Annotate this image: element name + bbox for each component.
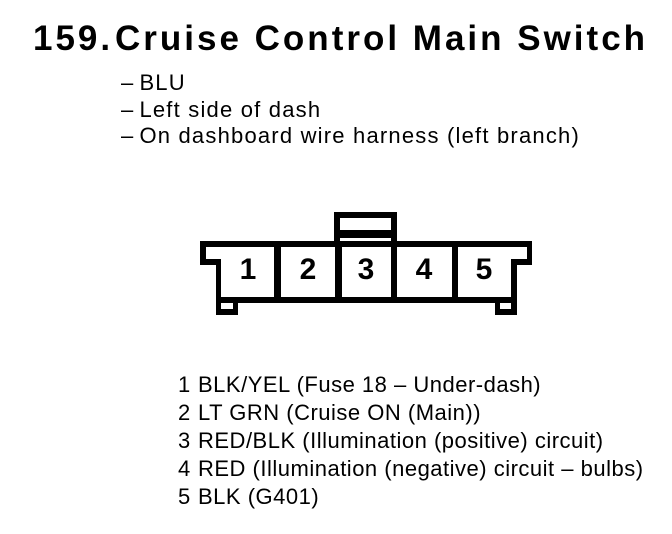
- lock-tab-slot-lower: [340, 238, 391, 241]
- pin-description: BLK (G401): [198, 484, 320, 509]
- pin-number: 4: [178, 456, 191, 481]
- cavity-number-5: 5: [476, 253, 493, 286]
- note-text: On dashboard wire harness (left branch): [139, 123, 580, 148]
- pin-cavity-2: [281, 247, 335, 297]
- cavity-number-3: 3: [358, 253, 375, 286]
- pin-cavity-3: [342, 247, 391, 297]
- cavity-number-2: 2: [300, 253, 317, 286]
- lock-tab-slot: [340, 218, 391, 230]
- dash-bullet: –: [121, 96, 135, 122]
- pin-description: RED/BLK (Illumination (positive) circuit…: [198, 428, 604, 453]
- note-line-harness: –On dashboard wire harness (left branch): [121, 123, 580, 150]
- note-text: BLU: [139, 70, 186, 95]
- pin-row: 2 LT GRN (Cruise ON (Main)): [178, 399, 644, 427]
- pin-row: 1 BLK/YEL (Fuse 18 – Under-dash): [178, 371, 644, 399]
- cavity-number-1: 1: [240, 253, 257, 286]
- pin-number: 3: [178, 428, 191, 453]
- mount-notch-left: [221, 303, 233, 309]
- pin-number: 2: [178, 400, 191, 425]
- dash-bullet: –: [121, 123, 135, 148]
- note-line-location: –Left side of dash: [121, 97, 580, 124]
- cavity-number-4: 4: [416, 253, 433, 286]
- pin-description: LT GRN (Cruise ON (Main)): [198, 400, 482, 425]
- pin-list: 1 BLK/YEL (Fuse 18 – Under-dash) 2 LT GRN …: [178, 371, 644, 511]
- pin-cavity-1: [206, 247, 274, 297]
- connector-diagram: 1 2 3 4 5: [200, 212, 532, 315]
- note-text: Left side of dash: [139, 96, 322, 122]
- pin-number: 5: [178, 484, 191, 509]
- pin-cavity-5: [458, 247, 527, 297]
- pin-description: BLK/YEL (Fuse 18 – Under-dash): [198, 372, 542, 397]
- pin-cavity-4: [397, 247, 452, 297]
- pin-row: 5 BLK (G401): [178, 483, 644, 511]
- pin-row: 3 RED/BLK (Illumination (positive) circui…: [178, 427, 644, 455]
- item-number: 159.: [33, 19, 114, 58]
- dash-bullet: –: [121, 70, 135, 95]
- item-title: Cruise Control Main Switch: [115, 19, 649, 58]
- pin-row: 4 RED (Illumination (negative) circuit – …: [178, 455, 644, 483]
- mount-notch-right: [500, 303, 511, 309]
- pin-number: 1: [178, 372, 191, 397]
- note-line-color: –BLU: [121, 70, 580, 97]
- connector-notes: –BLU –Left side of dash –On dashboard wi…: [121, 70, 580, 150]
- pin-description: RED (Illumination (negative) circuit – b…: [198, 456, 644, 481]
